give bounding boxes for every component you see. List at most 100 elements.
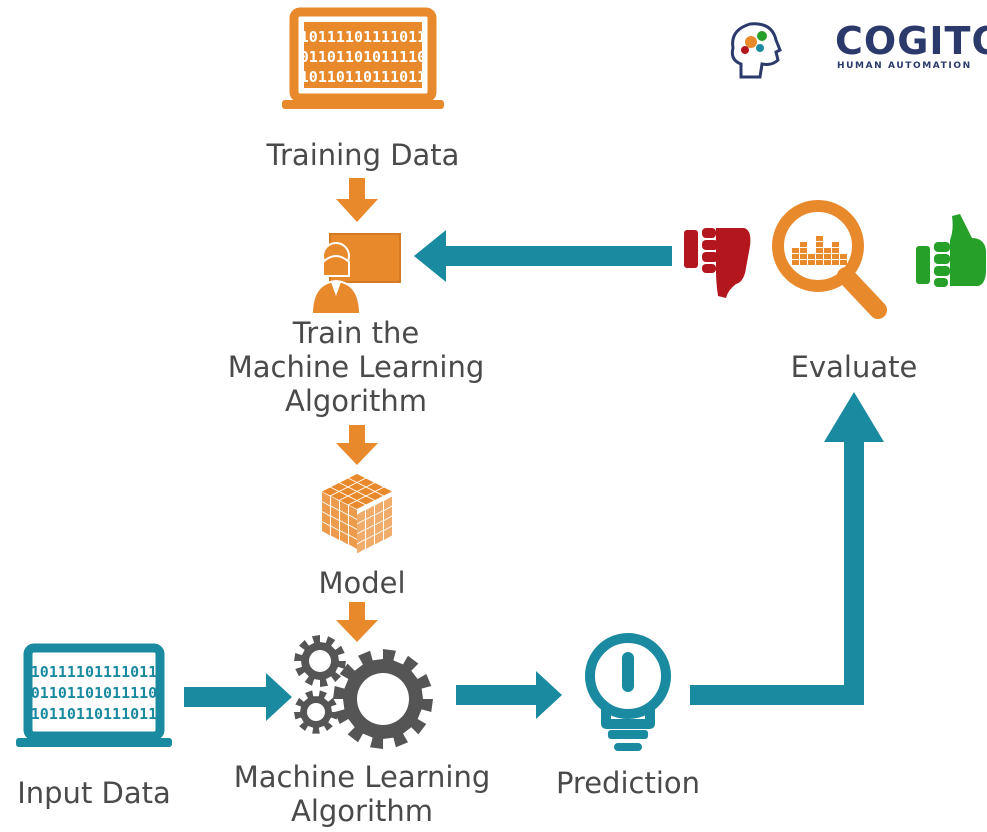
cube-block <box>384 526 392 540</box>
magnifier-chart-block <box>808 254 815 259</box>
magnifier-chart-block <box>816 260 823 265</box>
cube-block <box>375 501 383 515</box>
cube-block <box>340 531 348 545</box>
cube-block <box>349 515 357 529</box>
magnifier-chart-block <box>816 248 823 253</box>
brand-head-gears-icon <box>730 22 782 79</box>
cube-block <box>366 505 374 519</box>
cube-block <box>375 521 383 535</box>
magnifier-chart-block <box>840 254 847 259</box>
cube-block <box>322 522 330 536</box>
training-binary-line-2: 01101101011110 <box>300 48 426 66</box>
train-algorithm-label-line-2: Machine Learning <box>227 350 485 384</box>
cube-block <box>340 501 348 515</box>
cube-block <box>376 487 392 496</box>
thumbs-up-icon <box>916 214 986 287</box>
magnifier-chart-block <box>824 260 831 265</box>
cube-block <box>357 510 365 524</box>
arrow-prediction-to-evaluate <box>690 392 884 705</box>
cube-block <box>349 505 357 519</box>
cube-block <box>358 496 374 505</box>
ml-algorithm-label: Machine Learning Algorithm <box>194 760 530 828</box>
cube-block <box>322 492 330 506</box>
arrow-evaluate-to-train <box>414 230 672 282</box>
cube-block <box>357 530 365 544</box>
ml-algorithm-label-line-1: Machine Learning <box>233 760 491 794</box>
magnifier-chart-block <box>832 242 839 247</box>
magnifier-chart-block <box>824 248 831 253</box>
train-algorithm-label-line-1: Train the <box>292 316 420 350</box>
cube-block <box>331 496 339 510</box>
cube-block <box>367 483 383 491</box>
input-binary-line-2: 01101101011110 <box>31 684 157 702</box>
arrow-algorithm-to-prediction <box>456 671 562 719</box>
cube-block <box>375 531 383 545</box>
cube-block <box>375 511 383 525</box>
brand-logo: COGITO HUMAN AUTOMATION <box>787 17 987 77</box>
cube-block <box>340 487 356 496</box>
input-data-label: Input Data <box>17 776 171 810</box>
large-gear-hole <box>357 673 409 725</box>
magnifier-chart-block <box>816 254 823 259</box>
cube-block <box>357 520 365 534</box>
training-data-laptop-icon: 10111101111011 01101101011110 1011011011… <box>282 7 444 109</box>
prediction-lightbulb-icon <box>585 633 671 751</box>
magnifier-chart-block <box>800 242 807 247</box>
magnifier-chart-block <box>800 248 807 253</box>
cube-block <box>340 521 348 535</box>
evaluate-label: Evaluate <box>790 350 918 384</box>
cube-block <box>340 511 348 525</box>
cube-block <box>340 478 356 487</box>
cube-block <box>322 487 338 496</box>
cube-block <box>358 487 374 496</box>
arrow-input-to-algorithm <box>184 673 292 721</box>
cube-block <box>366 515 374 529</box>
cube-block <box>331 483 347 491</box>
cube-block <box>322 502 330 516</box>
arrow-training-to-train <box>336 178 378 222</box>
training-binary-line-1: 10111101111011 <box>300 28 426 46</box>
gears-icon <box>294 635 433 749</box>
magnifier-chart-block <box>792 248 799 253</box>
cube-block <box>384 516 392 530</box>
cube-block <box>367 492 383 500</box>
cube-block <box>384 506 392 520</box>
cube-block <box>366 525 374 539</box>
ml-algorithm-label-line-2: Algorithm <box>290 794 434 828</box>
model-cube-icon <box>322 474 392 554</box>
cube-block <box>349 535 357 549</box>
arrow-train-to-model <box>336 425 378 465</box>
magnifier-chart-block <box>832 254 839 259</box>
train-algorithm-label: Train the Machine Learning Algorithm <box>178 316 534 418</box>
magnifier-chart-block <box>800 254 807 259</box>
training-binary-line-3: 10110110111011 <box>300 68 426 86</box>
brand-name: COGITO <box>835 19 987 63</box>
cube-block <box>349 501 365 509</box>
train-algorithm-label-line-3: Algorithm <box>284 384 428 418</box>
magnifier-chart-block <box>832 248 839 253</box>
cube-block <box>349 525 357 539</box>
cube-block <box>322 512 330 526</box>
input-data-laptop-icon: 10111101111011 01101101011110 1011011011… <box>16 643 172 747</box>
small-gear-top-hole <box>309 650 331 672</box>
magnifier-chart-block <box>840 260 847 265</box>
cube-block <box>357 540 365 554</box>
cube-block <box>331 516 339 530</box>
cube-block <box>331 526 339 540</box>
magnifier-chart-block <box>800 260 807 265</box>
input-binary-line-1: 10111101111011 <box>31 663 157 681</box>
magnifier-chart-block <box>816 242 823 247</box>
cube-block <box>358 478 374 487</box>
magnifier-chart-block <box>824 254 831 259</box>
input-binary-line-3: 10110110111011 <box>31 705 157 723</box>
cube-block <box>331 506 339 520</box>
cube-block <box>349 483 365 491</box>
model-label: Model <box>318 566 406 600</box>
cube-block <box>366 535 374 549</box>
magnifier-chart-block <box>808 260 815 265</box>
magnifier-chart-block <box>792 254 799 259</box>
magnifier-chart-block <box>832 260 839 265</box>
small-gear-bottom-hole <box>307 703 325 721</box>
cube-block <box>349 492 365 500</box>
